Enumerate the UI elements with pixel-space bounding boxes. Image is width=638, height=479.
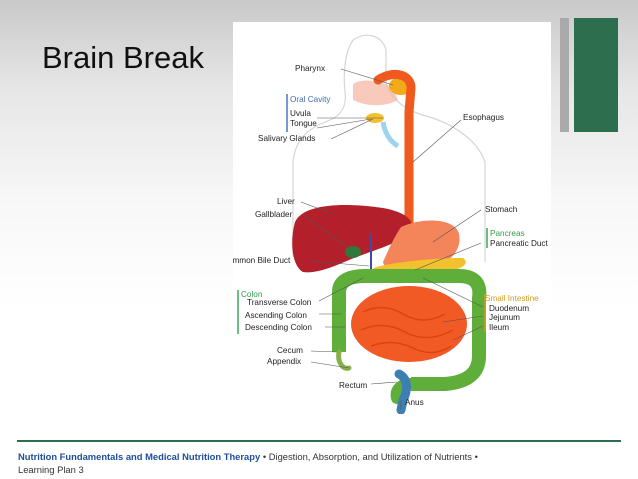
label-jejunum: Jejunum <box>489 313 520 322</box>
small-intestine-folds <box>360 306 454 354</box>
footer-divider <box>17 440 621 442</box>
digestive-system-diagram: Pharynx Oral Cavity Uvula Tongue Salivar… <box>233 22 551 414</box>
footer-course: Nutrition Fundamentals and Medical Nutri… <box>18 451 261 462</box>
decorative-gray-bar <box>560 18 569 132</box>
label-liver: Liver <box>277 197 295 206</box>
appendix-shape <box>336 349 352 371</box>
anus-shape <box>394 369 411 414</box>
liver-shape <box>292 204 412 273</box>
slide-footer: Nutrition Fundamentals and Medical Nutri… <box>18 451 578 476</box>
footer-topic: Digestion, Absorption, and Utilization o… <box>268 451 472 462</box>
label-esophagus: Esophagus <box>463 113 504 122</box>
label-gallbladder: Gallblader <box>255 210 293 219</box>
decorative-green-block <box>574 18 618 132</box>
label-oral-cavity: Oral Cavity <box>290 95 331 104</box>
colon-shape <box>332 269 487 391</box>
gallbladder-shape <box>345 246 361 258</box>
leader-lines <box>300 68 484 410</box>
label-salivary-glands: Salivary Glands <box>258 134 315 143</box>
label-ileum: Ileum <box>489 323 509 332</box>
slide-title: Brain Break <box>42 40 204 75</box>
small-intestine-shape <box>351 286 467 362</box>
label-pancreatic-duct: Pancreatic Duct <box>490 239 549 248</box>
oral-cavity-shape <box>353 80 398 106</box>
label-stomach: Stomach <box>485 205 518 214</box>
trachea-shape <box>380 121 400 149</box>
footer-plan: Learning Plan 3 <box>18 463 84 475</box>
label-duodenum: Duodenum <box>489 304 529 313</box>
label-pancreas: Pancreas <box>490 229 525 238</box>
label-tongue: Tongue <box>290 119 317 128</box>
label-uvula: Uvula <box>290 109 311 118</box>
label-cecum: Cecum <box>277 346 303 355</box>
label-transverse-colon: Transverse Colon <box>247 298 312 307</box>
label-descending-colon: Descending Colon <box>245 323 312 332</box>
label-rectum: Rectum <box>339 381 367 390</box>
label-anus: Anus <box>405 398 424 407</box>
label-ascending-colon: Ascending Colon <box>245 311 307 320</box>
label-common-bile-duct: Common Bile Duct <box>233 256 291 265</box>
label-small-intestine: Small Intestine <box>485 294 539 303</box>
label-pharynx: Pharynx <box>295 64 325 73</box>
footer-separator: • <box>474 451 478 462</box>
footer-separator: • <box>262 451 267 462</box>
label-appendix: Appendix <box>267 357 301 366</box>
label-colon: Colon <box>241 290 263 299</box>
digestive-system-illustration: Pharynx Oral Cavity Uvula Tongue Salivar… <box>233 34 549 414</box>
